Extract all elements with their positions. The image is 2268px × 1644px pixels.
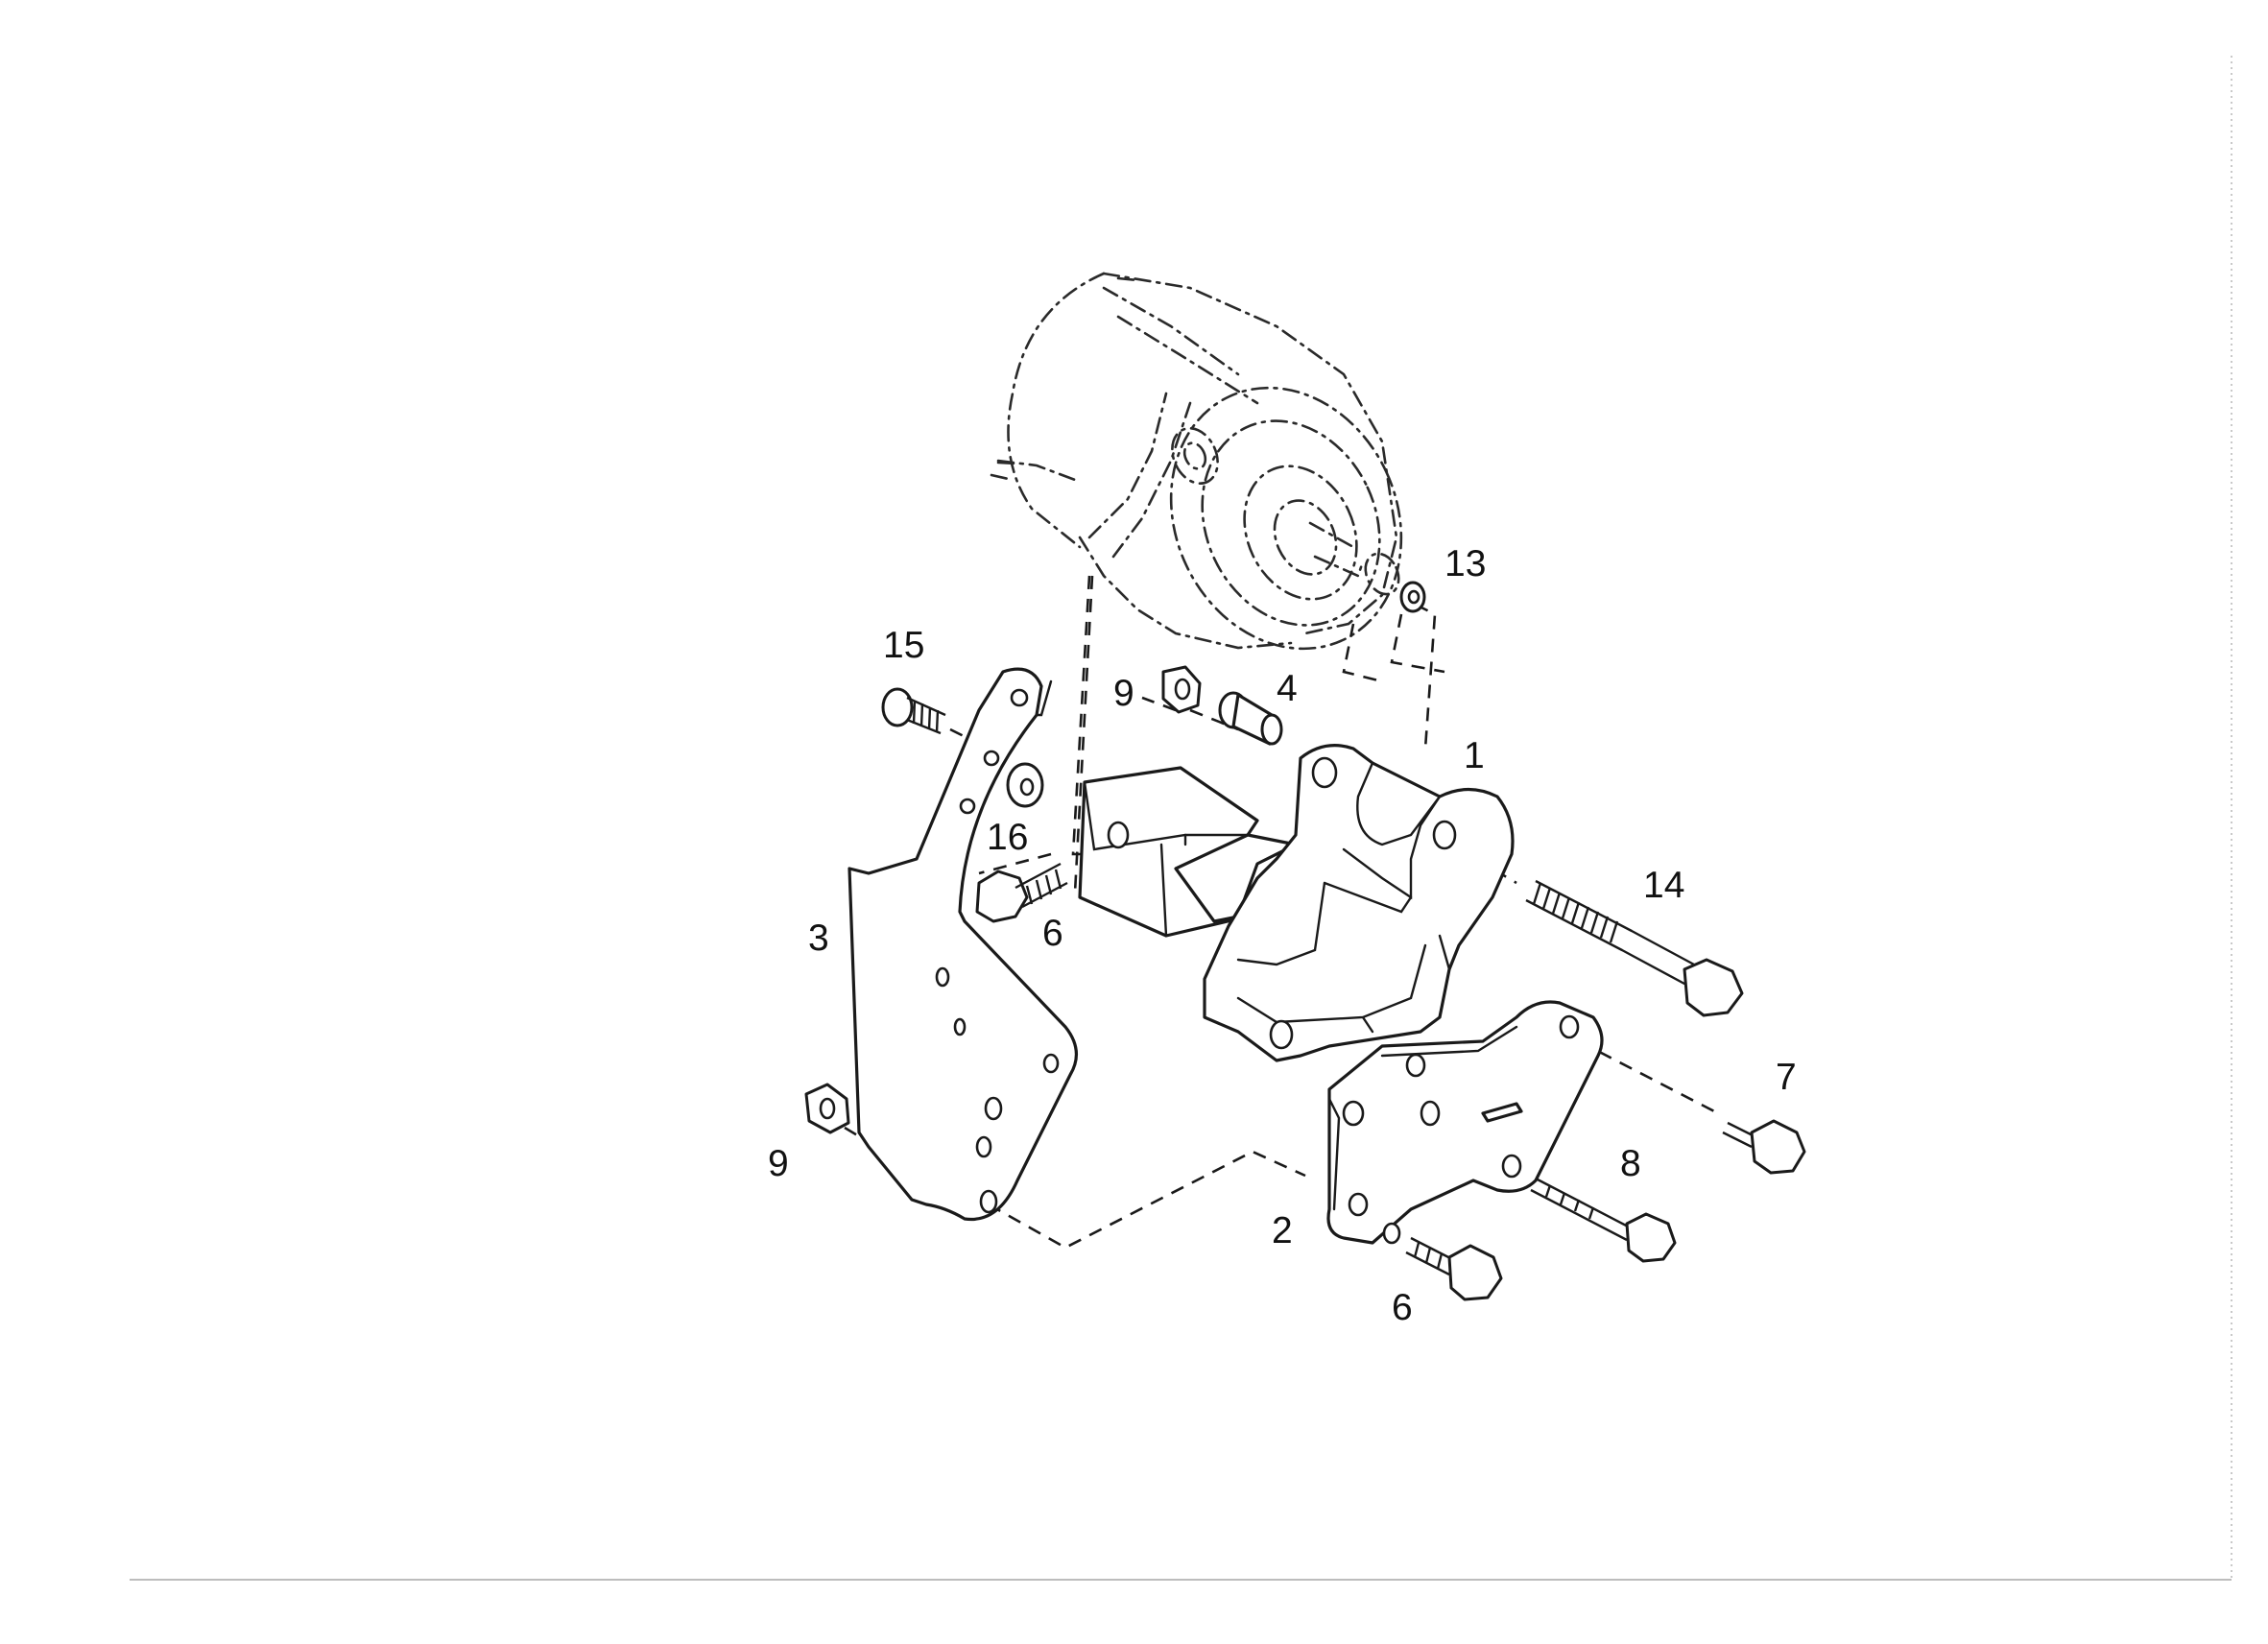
callout-1: 1 (1464, 735, 1485, 776)
part-9-nut-lower (804, 1083, 850, 1134)
part-16-washer (1006, 762, 1044, 808)
callout-15: 15 (883, 625, 924, 666)
callout-labels: 1 2 3 4 6 6 7 8 9 9 13 14 15 16 (768, 543, 1797, 1328)
callout-7: 7 (1776, 1057, 1797, 1098)
callout-6-lower: 6 (1392, 1287, 1413, 1328)
part-6-bolt-upper (975, 862, 1068, 923)
part-8-bolt (1530, 1177, 1677, 1263)
alternator-phantom (990, 272, 1403, 651)
callout-3: 3 (808, 917, 829, 959)
part-9-nut-upper (1161, 665, 1202, 714)
callout-9-lower: 9 (768, 1143, 789, 1184)
callout-4: 4 (1277, 668, 1298, 709)
part-15-bolt (881, 687, 946, 735)
part-1-mount-bracket (1078, 744, 1515, 1062)
callout-14: 14 (1643, 865, 1684, 906)
callout-9-upper: 9 (1113, 673, 1134, 714)
callout-8: 8 (1620, 1143, 1641, 1184)
part-3-bracket (848, 667, 1078, 1222)
part-4-bushing (1218, 691, 1283, 746)
callout-16: 16 (987, 817, 1028, 858)
callout-6-upper: 6 (1042, 913, 1063, 954)
part-13-nut (1399, 581, 1426, 613)
part-14-long-bolt (1525, 879, 1744, 1017)
part-2-plate (1326, 1000, 1604, 1245)
part-7-bolt (1722, 1119, 1806, 1175)
part-6-bolt-lower (1405, 1236, 1503, 1301)
callout-2: 2 (1272, 1210, 1293, 1251)
callout-13: 13 (1444, 543, 1486, 584)
